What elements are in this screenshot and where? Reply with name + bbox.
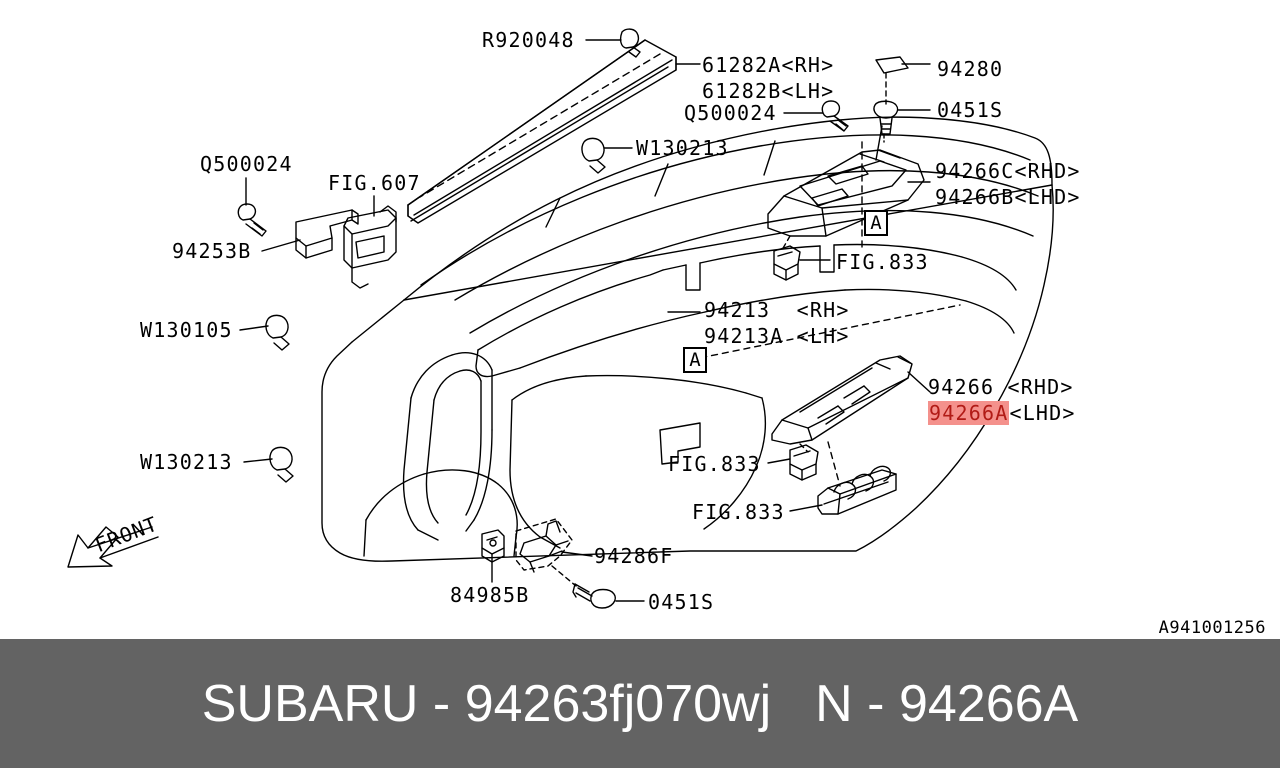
switch-panel-rhd: 94266C<RHD> [935, 159, 1081, 183]
callout-w130105: W130105 [140, 318, 233, 342]
diagram-code: A941001256 [1158, 618, 1266, 638]
door-trim-rh: 94213 <RH> [704, 298, 850, 322]
callout-box-a-bottom: A [683, 347, 707, 373]
callout-box-a-top: A [864, 210, 888, 236]
switch-panel-rear-lhd-num-highlighted: 94266A [928, 401, 1010, 425]
callout-94253b: 94253B [172, 239, 252, 263]
callout-fig833-low: FIG.833 [692, 500, 785, 524]
callout-q500024-left: Q500024 [200, 152, 293, 176]
footer-brand: SUBARU [201, 674, 419, 733]
footer-part-number: 94263fj070wj [464, 674, 772, 733]
callout-94286f: 94286F [594, 544, 674, 568]
footer-section: N [815, 674, 853, 733]
callout-fig833-mid: FIG.833 [668, 452, 761, 476]
callout-door-trim: 94213 <RH>94213A <LH> [704, 297, 850, 349]
callout-switch-panel-rear: 94266 <RHD>94266A<LHD> [928, 374, 1076, 426]
footer-bar: SUBARU - 94263fj070wj N - 94266A [0, 639, 1280, 768]
callout-w130213-left: W130213 [140, 450, 233, 474]
switch-panel-lhd: 94266B<LHD> [935, 185, 1081, 209]
callout-0451s-bottom: 0451S [648, 590, 715, 614]
callout-0451s-top: 0451S [937, 98, 1004, 122]
footer-content: SUBARU - 94263fj070wj N - 94266A [0, 639, 1280, 768]
callout-r920048: R920048 [482, 28, 575, 52]
diagram-canvas [67, 28, 1054, 609]
footer-section-dash: - [852, 674, 899, 733]
callout-switch-panel-front: 94266C<RHD>94266B<LHD> [935, 158, 1081, 210]
footer-section-part: 94266A [898, 674, 1079, 733]
footer-dash: - [418, 674, 465, 733]
switch-panel-rear-lhd-side: <LHD> [1009, 401, 1076, 425]
callout-94280: 94280 [937, 57, 1004, 81]
callout-w130213-top: W130213 [636, 136, 729, 160]
callout-q500024-top: Q500024 [684, 101, 777, 125]
switch-panel-rear-rhd-num: 94266 [928, 375, 1008, 399]
weatherstrip-lh: 61282B<LH> [702, 79, 835, 103]
switch-panel-rear-rhd-side: <RHD> [1007, 375, 1074, 399]
callout-fig607: FIG.607 [328, 171, 421, 195]
weatherstrip-rh: 61282A<RH> [702, 53, 835, 77]
callout-fig833-top: FIG.833 [836, 250, 929, 274]
callout-84985b: 84985B [450, 583, 530, 607]
callout-weatherstrip: 61282A<RH>61282B<LH> [702, 52, 834, 104]
door-trim-lh: 94213A <LH> [704, 324, 850, 348]
